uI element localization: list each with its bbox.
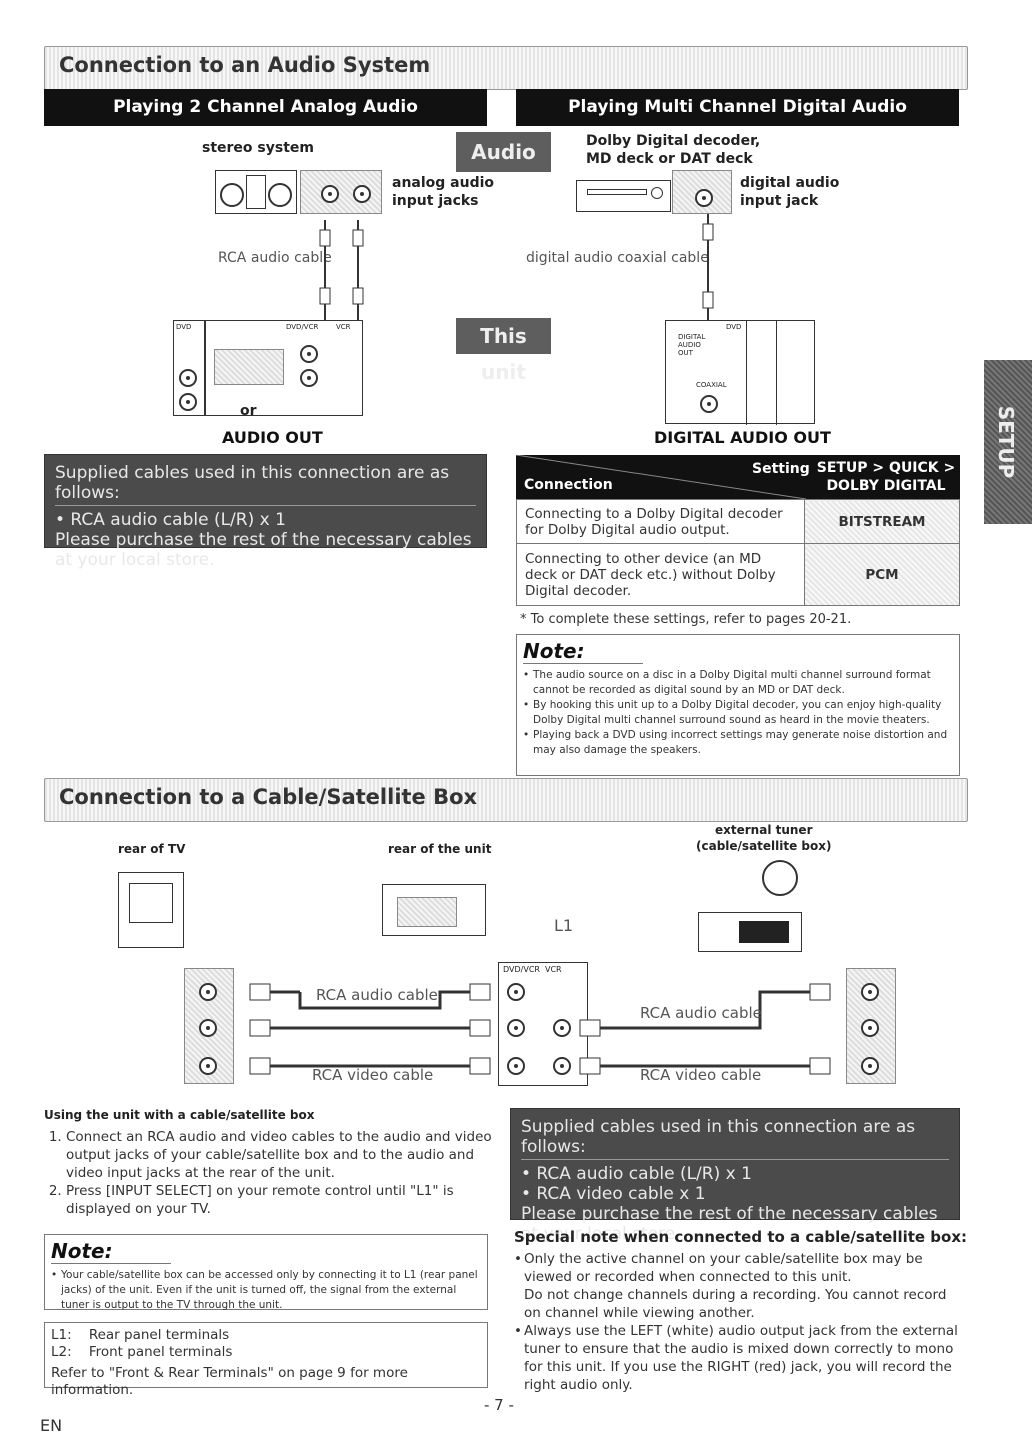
step-item: Press [INPUT SELECT] on your remote cont… (66, 1182, 492, 1218)
table-cell-value: PCM (804, 543, 960, 606)
rca-audio-cable-label-left: RCA audio cable (316, 986, 438, 1004)
supplied-cable-item: • RCA video cable x 1 (521, 1184, 706, 1204)
l1-label: L1 (554, 916, 574, 935)
table-cell-connection: Connecting to a Dolby Digital decoder fo… (516, 499, 805, 544)
vcr-label-2: VCR (545, 965, 562, 974)
table-cell-value: BITSTREAM (804, 499, 960, 544)
table-path-header: SETUP > QUICK > DOLBY DIGITAL (816, 460, 956, 494)
setup-side-tab: SETUP (984, 360, 1032, 524)
note-title: Note: (51, 1239, 171, 1264)
steps-list: Connect an RCA audio and video cables to… (44, 1128, 492, 1218)
terminal-l1: L1: Rear panel terminals (51, 1327, 230, 1343)
tv-illustration (118, 872, 184, 948)
vcr-panel-label: VCR (336, 323, 351, 331)
settings-table: Connecting to a Dolby Digital decoder fo… (516, 499, 960, 606)
dvd-panel-label-2: DVD (726, 323, 742, 331)
using-unit-heading: Using the unit with a cable/satellite bo… (44, 1108, 315, 1122)
supplied-cable-item: • RCA audio cable (L/R) x 1 (55, 510, 286, 530)
coaxial-panel-label: COAXIAL (696, 381, 727, 389)
supplied-cables-box-cable: Supplied cables used in this connection … (510, 1108, 960, 1244)
tuner-illustration (698, 912, 802, 952)
step-item: Connect an RCA audio and video cables to… (66, 1128, 492, 1182)
table-row: Connecting to other device (an MD deck o… (516, 543, 960, 606)
tv-input-panel (184, 968, 234, 1084)
rca-video-cable-label-left: RCA video cable (312, 1066, 434, 1084)
digital-input-jack-label: digital audio input jack (740, 175, 840, 209)
table-cell-connection: Connecting to other device (an MD deck o… (516, 543, 805, 606)
setup-side-tab-label: SETUP (994, 405, 1018, 479)
section-header-audio-system: Connection to an Audio System (44, 46, 968, 90)
audio-out-label: AUDIO OUT (222, 428, 323, 447)
dolby-decoder-label: Dolby Digital decoder, MD deck or DAT de… (586, 133, 761, 167)
satellite-dish-icon (762, 860, 798, 896)
note-item: Your cable/satellite box can be accessed… (51, 1268, 481, 1313)
supplied-cable-note: Please purchase the rest of the necessar… (521, 1204, 938, 1244)
stereo-system-label: stereo system (202, 140, 314, 156)
terminal-l2: L2: Front panel terminals (51, 1344, 233, 1360)
tuner-output-panel (846, 968, 896, 1084)
refer-text: Refer to "Front & Rear Terminals" on pag… (51, 1365, 408, 1398)
analog-input-panel (300, 170, 382, 214)
special-note-heading: Special note when connected to a cable/s… (514, 1228, 968, 1246)
supplied-cables-box-audio: Supplied cables used in this connection … (44, 454, 487, 570)
rca-video-cable-label-right: RCA video cable (640, 1066, 762, 1084)
analog-input-jacks-label: analog audio input jacks (392, 175, 495, 209)
coaxial-cable-label: digital audio coaxial cable (526, 250, 709, 266)
stereo-system-illustration (215, 170, 297, 214)
section-title: Connection to a Cable/Satellite Box (59, 785, 478, 809)
table-setting-header: Setting (752, 461, 810, 477)
dvdvcr-label-2: DVD/VCR (503, 965, 540, 974)
unit-rear-panel-digital: DIGITAL AUDIO OUT DVD COAXIAL (665, 320, 815, 425)
note-item: The audio source on a disc in a Dolby Di… (523, 668, 953, 698)
digital-audio-heading: Playing Multi Channel Digital Audio (516, 89, 959, 126)
special-note-item: Only the active channel on your cable/sa… (514, 1250, 960, 1322)
unit-av-panel: DVD/VCR VCR (498, 962, 588, 1086)
note-title: Note: (523, 639, 643, 664)
table-row: Connecting to a Dolby Digital decoder fo… (516, 499, 960, 544)
supplied-cable-note: Please purchase the rest of the necessar… (55, 530, 472, 570)
dvd-panel-label: DVD (176, 323, 192, 331)
supplied-cables-heading: Supplied cables used in this connection … (55, 463, 476, 506)
supplied-cable-item: • RCA audio cable (L/R) x 1 (521, 1164, 752, 1184)
table-footnote: * To complete these settings, refer to p… (520, 612, 852, 627)
this-unit-tag: This unit (456, 318, 551, 384)
digital-audio-out-label: DIGITAL AUDIO OUT (654, 428, 831, 447)
note-box-audio: Note: The audio source on a disc in a Do… (516, 634, 960, 776)
rear-of-tv-label: rear of TV (118, 842, 186, 856)
cable-connection-drawing (249, 983, 831, 1075)
dvd-audio-out-panel: DVD (173, 320, 205, 416)
supplied-cables-heading: Supplied cables used in this connection … (521, 1117, 949, 1160)
table-connection-header: Connection (524, 477, 613, 493)
unit-illustration (382, 884, 486, 936)
decoder-illustration (576, 180, 671, 212)
rca-audio-cable-label: RCA audio cable (218, 250, 332, 266)
language-label: EN (40, 1416, 63, 1435)
unit-rear-panel-analog: DVD/VCR VCR (205, 320, 363, 416)
or-label: or (240, 403, 257, 419)
table-header: Setting Connection SETUP > QUICK > DOLBY… (516, 455, 960, 499)
note-item: Playing back a DVD using incorrect setti… (523, 728, 953, 758)
digital-audio-panel-label: DIGITAL AUDIO OUT (678, 333, 706, 357)
terminals-box: L1: Rear panel terminals L2: Front panel… (44, 1322, 488, 1398)
digital-input-panel (672, 170, 732, 214)
audio-tag: Audio (456, 132, 551, 172)
rear-of-unit-label: rear of the unit (388, 842, 492, 856)
analog-audio-heading: Playing 2 Channel Analog Audio (44, 89, 487, 126)
note-box-cable: Note: Your cable/satellite box can be ac… (44, 1234, 488, 1313)
note-item: By hooking this unit up to a Dolby Digit… (523, 698, 953, 728)
page-number: - 7 - (484, 1396, 514, 1414)
section-header-cable-box: Connection to a Cable/Satellite Box (44, 778, 968, 822)
special-note-item: Always use the LEFT (white) audio output… (514, 1322, 960, 1394)
rca-audio-cable-label-right: RCA audio cable (640, 1004, 762, 1022)
external-tuner-label: external tuner (cable/satellite box) (696, 823, 832, 853)
section-title: Connection to an Audio System (59, 53, 431, 77)
dvdvcr-panel-label: DVD/VCR (286, 323, 319, 331)
special-notes-list: Only the active channel on your cable/sa… (514, 1250, 960, 1394)
